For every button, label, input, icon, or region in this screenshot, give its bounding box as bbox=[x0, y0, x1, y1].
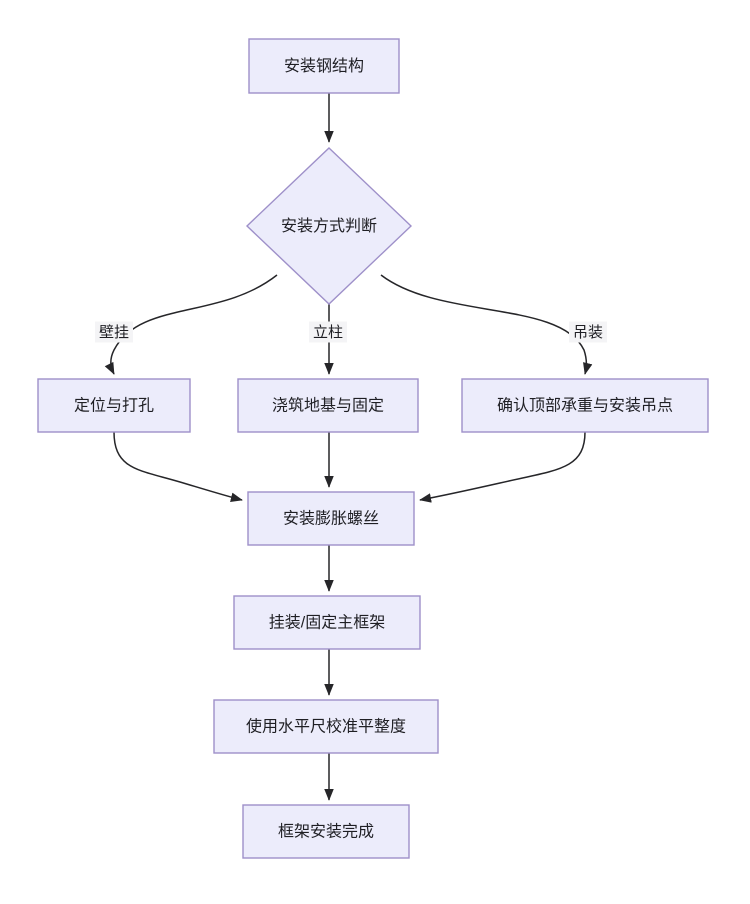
edge-line bbox=[419, 431, 586, 503]
nodes-layer: 安装钢结构安装方式判断定位与打孔浇筑地基与固定确认顶部承重与安装吊点安装膨胀螺丝… bbox=[37, 38, 709, 859]
node-rect-shape[interactable] bbox=[248, 38, 400, 94]
edge-label-decision-to-hoist: 吊装 bbox=[569, 321, 607, 343]
node-level[interactable]: 使用水平尺校准平整度 bbox=[213, 699, 439, 754]
edge-label-background bbox=[569, 321, 607, 343]
node-rect-shape[interactable] bbox=[233, 595, 421, 650]
node-start[interactable]: 安装钢结构 bbox=[248, 38, 400, 94]
edge-hitarea bbox=[381, 275, 586, 374]
node-wall[interactable]: 定位与打孔 bbox=[37, 378, 191, 433]
node-mount[interactable]: 挂装/固定主框架 bbox=[233, 595, 421, 650]
node-rect-shape[interactable] bbox=[247, 491, 415, 546]
node-diamond-shape[interactable] bbox=[245, 147, 413, 305]
edge-hitarea bbox=[420, 432, 585, 500]
edge-hoist-to-anchor bbox=[419, 431, 586, 503]
edges-layer bbox=[104, 93, 593, 801]
node-pillar[interactable]: 浇筑地基与固定 bbox=[237, 378, 419, 433]
edge-decision-to-hoist bbox=[380, 274, 593, 375]
edge-wall-to-anchor bbox=[113, 431, 243, 502]
edge-label-background bbox=[309, 321, 347, 343]
edge-label-decision-to-wall: 壁挂 bbox=[95, 321, 133, 343]
node-hoist[interactable]: 确认顶部承重与安装吊点 bbox=[461, 378, 709, 433]
edge-line bbox=[113, 431, 243, 502]
edge-line bbox=[380, 274, 593, 375]
edge-label-background bbox=[95, 321, 133, 343]
node-rect-shape[interactable] bbox=[237, 378, 419, 433]
edge-decision-to-wall bbox=[104, 274, 278, 375]
node-rect-shape[interactable] bbox=[37, 378, 191, 433]
node-done[interactable]: 框架安装完成 bbox=[242, 804, 410, 859]
edge-hitarea bbox=[114, 432, 242, 500]
edge-labels-layer: 壁挂 立柱 吊装 bbox=[95, 321, 607, 343]
node-rect-shape[interactable] bbox=[242, 804, 410, 859]
edge-label-decision-to-pillar: 立柱 bbox=[309, 321, 347, 343]
node-anchor[interactable]: 安装膨胀螺丝 bbox=[247, 491, 415, 546]
node-rect-shape[interactable] bbox=[461, 378, 709, 433]
node-rect-shape[interactable] bbox=[213, 699, 439, 754]
